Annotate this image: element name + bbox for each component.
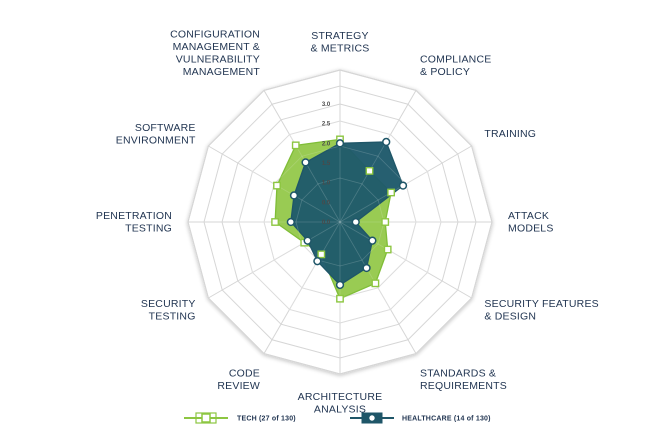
grid-spoke-overlay [339,221,428,273]
grid-ring-overlay [238,120,442,324]
axis-label-line: VULNERABILITY [176,54,260,66]
grid-ring-overlay [295,177,385,267]
legend-square-box [195,412,217,424]
tech-point [383,245,392,254]
r-tick-label: 1.0 [322,181,331,187]
radar-series [238,120,442,324]
axis-label-line: STANDARDS & [420,367,496,379]
healthcare-point [301,158,310,167]
healthcare-point [335,139,345,148]
r-tick-label: 3.0 [322,102,331,108]
axis-label-line: ENVIRONMENT [116,134,196,146]
healthcare-point [286,217,295,227]
r-tick-label: 2.5 [322,122,331,128]
axis-label-line: & METRICS [311,43,370,55]
axis-label-line: TESTING [149,310,196,322]
axis-label: SECURITY FEATURES& DESIGN [484,298,598,323]
radar-axis-labels: STRATEGY& METRICS COMPLIANCE& POLICY TRAIN… [96,29,599,416]
healthcare-point [351,217,360,227]
axis-label-line: STRATEGY [311,30,368,42]
grid-spoke-overlay [289,221,341,310]
r-tick-label: 1.5 [322,161,331,167]
chart-legend: TECH (27 of 130) HEALTHCARE (14 of 130) [184,412,491,424]
healthcare-point [368,236,377,245]
axis-label-line: & POLICY [420,66,470,78]
axis-label-line: TRAINING [484,128,536,140]
axis-label-line: ATTACK [508,210,549,222]
grid-spoke-overlay [339,134,391,223]
legend-circle-marker [368,414,376,422]
legend-square-marker [201,413,211,423]
healthcare-point [382,137,391,147]
axis-label: STRATEGY& METRICS [311,30,370,55]
legend-label: HEALTHCARE (14 of 130) [402,416,491,423]
axis-label-line: TESTING [125,222,172,234]
axis-label: TRAINING [484,128,536,140]
tech-point [317,250,326,259]
axis-label-line: SOFTWARE [135,122,196,134]
healthcare-point [362,263,371,273]
r-tick-label: 0.5 [322,200,331,206]
axis-label-line: MANAGEMENT & [173,41,260,53]
axis-label-line: PENETRATION [96,210,172,222]
r-tick-label: 0.0 [322,220,331,226]
axis-label-line: ARCHITECTURE [298,391,383,403]
axis-label-line: MODELS [508,222,554,234]
healthcare-point [313,257,322,266]
axis-label-line: SECURITY [141,298,196,310]
tech-point [271,218,279,226]
axis-label-line: SECURITY FEATURES [484,298,598,310]
grid-spoke-overlay [339,171,428,223]
radar-tick-labels: 0.0 0.5 1.0 1.5 2.0 2.5 3.0 [322,102,331,226]
axis-label-line: CODE [229,367,260,379]
tech-point [291,141,300,150]
tech-point [371,279,380,288]
legend-label: TECH (27 of 130) [237,416,296,423]
axis-label-line: & DESIGN [484,310,536,322]
axis-label-line: REQUIREMENTS [420,380,507,392]
tech-point [336,294,344,303]
healthcare-point [289,191,299,200]
tech-point [273,181,281,190]
healthcare-point [303,236,312,245]
healthcare-point [335,280,345,290]
axis-label: COMPLIANCE& POLICY [420,54,491,79]
axis-label-line: CONFIGURATION [170,29,260,41]
axis-label-line: ANALYSIS [314,404,366,416]
tech-point [387,188,395,197]
r-tick-label: 2.0 [322,141,331,147]
axis-label-line: REVIEW [217,380,260,392]
axis-label-line: COMPLIANCE [420,54,491,66]
tech-point [365,167,374,175]
axis-label-line: MANAGEMENT [183,66,261,78]
healthcare-point [398,181,408,190]
tech-point [381,218,390,226]
axis-label: STANDARDS &REQUIREMENTS [420,367,507,392]
grid-spoke-overlay [252,221,341,273]
